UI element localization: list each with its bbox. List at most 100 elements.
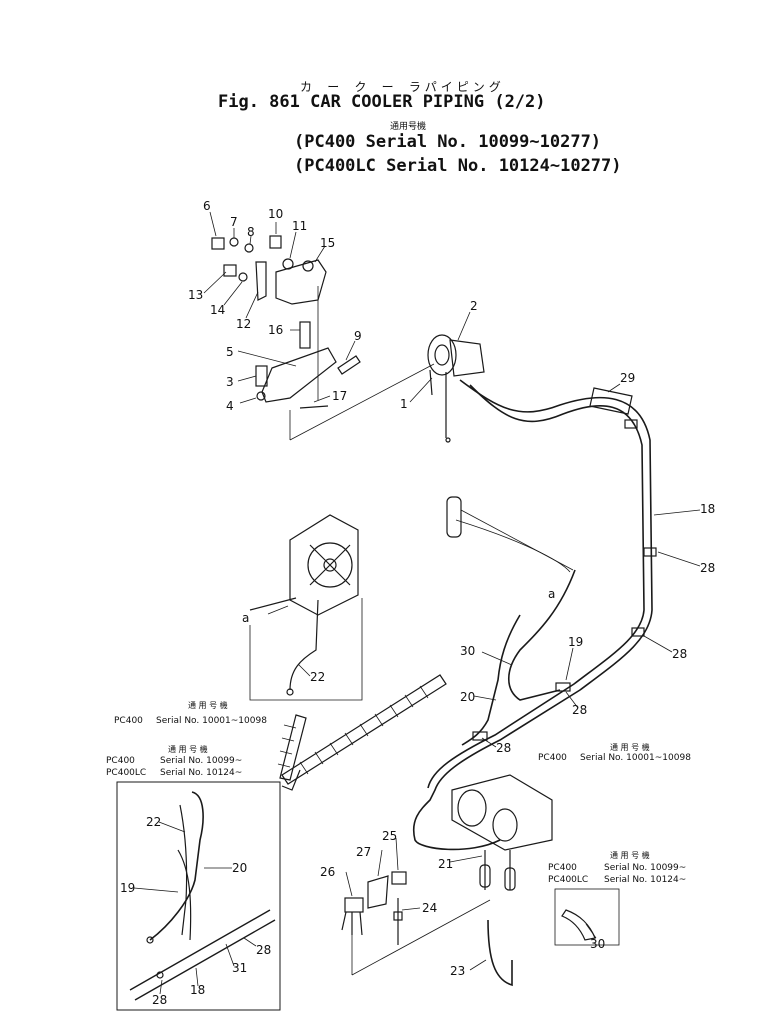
callout-6: 6 bbox=[203, 199, 211, 213]
japanese-title: カ ー ク ー ラパイピング bbox=[300, 80, 505, 94]
callout-21: 21 bbox=[438, 857, 453, 871]
svg-text:通 用 号 機: 通 用 号 機 bbox=[610, 742, 650, 752]
figure-title: Fig. 861 CAR COOLER PIPING (2/2) bbox=[218, 92, 546, 112]
callout-18: 18 bbox=[700, 502, 715, 516]
bolt-6 bbox=[211, 237, 225, 250]
callout-9: 9 bbox=[354, 329, 362, 343]
svg-text:Serial No. 10124~: Serial No. 10124~ bbox=[160, 768, 242, 778]
callout-25: 25 bbox=[382, 829, 397, 843]
callout-8: 8 bbox=[247, 225, 255, 239]
svg-text:通 用 号 機: 通 用 号 機 bbox=[610, 850, 650, 860]
detail-box-30 bbox=[554, 888, 620, 946]
callout-4: 4 bbox=[226, 399, 234, 413]
svg-text:PC400: PC400 bbox=[106, 756, 135, 766]
callout-7: 7 bbox=[230, 215, 238, 229]
washer-4 bbox=[256, 391, 266, 401]
callout-24: 24 bbox=[422, 901, 437, 915]
callout-14: 14 bbox=[210, 303, 225, 317]
callout-16: 16 bbox=[268, 323, 283, 337]
callout-1: 1 bbox=[400, 397, 408, 411]
switch-parts bbox=[341, 871, 407, 945]
callout-a-2: a bbox=[548, 587, 555, 601]
hose-23 bbox=[487, 919, 513, 987]
svg-text:PC400LC: PC400LC bbox=[106, 768, 146, 778]
bolt-13 bbox=[223, 264, 237, 277]
inset-hoses bbox=[129, 791, 276, 1001]
callout-28-d: 28 bbox=[496, 741, 511, 755]
washer-7 bbox=[229, 237, 239, 247]
pin-17 bbox=[299, 405, 329, 409]
callout-28-b: 28 bbox=[672, 647, 687, 661]
callout-23: 23 bbox=[450, 964, 465, 978]
serial-range-pc400lc: (PC400LC Serial No. 10124~10277) bbox=[294, 156, 622, 176]
callout-28-c: 28 bbox=[572, 703, 587, 717]
callout-30: 30 bbox=[460, 644, 475, 658]
bracket-27 bbox=[367, 875, 389, 909]
callout-18-inset: 18 bbox=[190, 983, 205, 997]
svg-text:Serial No. 10001~10098: Serial No. 10001~10098 bbox=[580, 753, 691, 763]
compressor-1-2 bbox=[427, 334, 485, 443]
hose-30 bbox=[461, 614, 521, 746]
condenser-unit bbox=[249, 514, 363, 701]
callout-29: 29 bbox=[620, 371, 635, 385]
nut-8 bbox=[244, 243, 254, 253]
callout-3: 3 bbox=[226, 375, 234, 389]
svg-text:PC400: PC400 bbox=[538, 753, 567, 763]
svg-text:Serial No. 10099~: Serial No. 10099~ bbox=[160, 756, 242, 766]
callout-20-inset: 20 bbox=[232, 861, 247, 875]
callout-27: 27 bbox=[356, 845, 371, 859]
hose-19 bbox=[507, 569, 576, 701]
clamps-28 bbox=[472, 387, 657, 741]
callout-5: 5 bbox=[226, 345, 234, 359]
callout-13: 13 bbox=[188, 288, 203, 302]
callout-28-inset: 28 bbox=[256, 943, 271, 957]
evaporator-unit bbox=[451, 774, 553, 891]
svg-text:Serial No. 10099~: Serial No. 10099~ bbox=[604, 863, 686, 873]
callout-31: 31 bbox=[232, 961, 247, 975]
svg-text:Serial No. 10001~10098: Serial No. 10001~10098 bbox=[156, 716, 267, 726]
svg-text:PC400LC: PC400LC bbox=[548, 875, 588, 885]
callout-26: 26 bbox=[320, 865, 335, 879]
clamp-29 bbox=[589, 387, 633, 415]
callout-15: 15 bbox=[320, 236, 335, 250]
svg-text:Serial No. 10124~: Serial No. 10124~ bbox=[604, 875, 686, 885]
callout-30-box: 30 bbox=[590, 937, 605, 951]
applicability-jp-label: 通用号機 bbox=[390, 122, 427, 132]
clip-12 bbox=[255, 261, 267, 301]
callout-19-inset: 19 bbox=[120, 881, 135, 895]
callout-a: a bbox=[242, 611, 249, 625]
callout-10: 10 bbox=[268, 207, 283, 221]
bracket-5 bbox=[261, 347, 337, 403]
hose-lines bbox=[412, 379, 653, 851]
svg-text:通 用 号 機: 通 用 号 機 bbox=[168, 744, 208, 754]
hose-18 bbox=[412, 379, 653, 851]
callout-28-inset-2: 28 bbox=[152, 993, 167, 1007]
switch-25 bbox=[391, 871, 407, 885]
tube-30 bbox=[561, 909, 596, 941]
callout-labels: 6 7 8 10 11 15 13 14 12 16 9 5 3 4 17 2 … bbox=[120, 199, 715, 1007]
svg-text:PC400: PC400 bbox=[114, 716, 143, 726]
serial-notes: 通 用 号 機 PC400 Serial No. 10001~10098 通 用… bbox=[106, 700, 691, 885]
bolt-9 bbox=[337, 355, 361, 375]
callout-20: 20 bbox=[460, 690, 475, 704]
leader-lines bbox=[133, 211, 701, 995]
serial-range-pc400: (PC400 Serial No. 10099~10277) bbox=[294, 132, 602, 152]
callout-12: 12 bbox=[236, 317, 251, 331]
callout-17: 17 bbox=[332, 389, 347, 403]
svg-text:通 用 号 機: 通 用 号 機 bbox=[188, 700, 228, 710]
receiver-drier bbox=[446, 496, 574, 571]
callout-28-a: 28 bbox=[700, 561, 715, 575]
callout-19: 19 bbox=[568, 635, 583, 649]
callout-11: 11 bbox=[292, 219, 307, 233]
callout-22-inset: 22 bbox=[146, 815, 161, 829]
svg-text:PC400: PC400 bbox=[548, 863, 577, 873]
nut-10 bbox=[269, 235, 282, 249]
bolt-a bbox=[249, 597, 297, 611]
callout-22: 22 bbox=[310, 670, 325, 684]
bolt-16 bbox=[299, 321, 311, 349]
detail-frame bbox=[116, 781, 281, 1011]
callout-2: 2 bbox=[470, 299, 478, 313]
washer-14 bbox=[238, 272, 248, 282]
detail-arrow-strips bbox=[279, 674, 447, 791]
